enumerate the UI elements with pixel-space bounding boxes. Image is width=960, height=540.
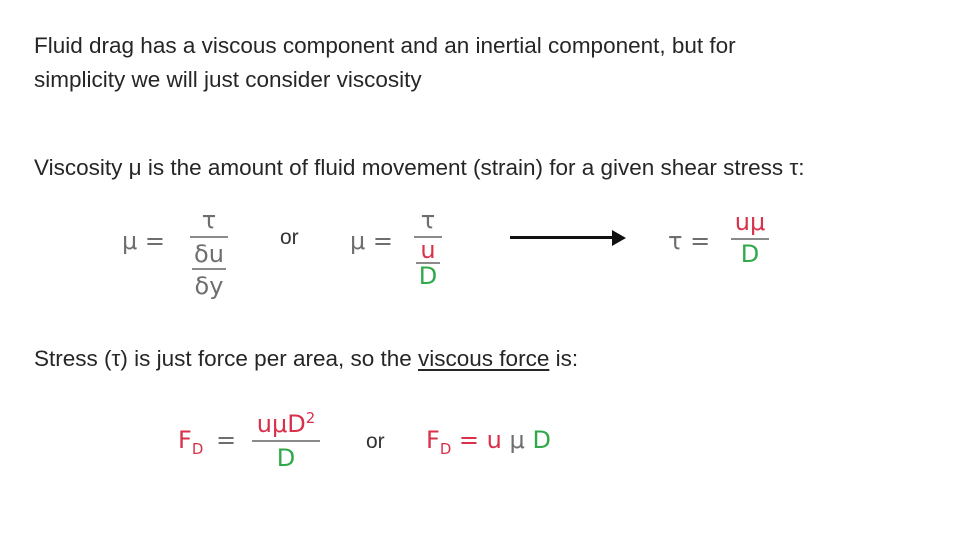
eq2-inner-bar bbox=[416, 262, 440, 264]
eq3-fraction-bar bbox=[731, 238, 769, 240]
eq1-den-bottom: δy bbox=[194, 272, 224, 300]
eq4-equals: = bbox=[216, 426, 237, 454]
eq4-numerator: uμD2 bbox=[250, 409, 322, 438]
eq1-inner-bar bbox=[192, 268, 226, 270]
eq1-den-top: δu bbox=[194, 240, 224, 268]
eq5-equals-u: = u bbox=[458, 426, 502, 454]
eq3-numerator: uμ bbox=[734, 208, 766, 236]
viscous-force-emphasis: viscous force bbox=[418, 346, 550, 371]
stress-sentence: Stress (τ) is just force per area, so th… bbox=[34, 343, 578, 375]
eq5-lhs: FD bbox=[426, 426, 451, 456]
stress-suffix: is: bbox=[549, 346, 579, 371]
stress-prefix: Stress (τ) is just force per area, so th… bbox=[34, 346, 419, 371]
eq1-lhs: μ = bbox=[122, 227, 166, 255]
eq3-denominator: D bbox=[740, 240, 760, 268]
eq5-lhs-main: F bbox=[426, 426, 440, 454]
eq5-d: D bbox=[532, 426, 551, 454]
eq5-mu: μ bbox=[509, 426, 525, 454]
or-connector-2: or bbox=[366, 430, 385, 453]
eq2-fraction-bar bbox=[414, 236, 442, 238]
viscosity-definition: Viscosity μ is the amount of fluid movem… bbox=[34, 155, 805, 180]
eq4-lhs-main: F bbox=[178, 426, 192, 454]
eq2-lhs: μ = bbox=[350, 227, 394, 255]
eq4-fraction-bar bbox=[252, 440, 320, 442]
eq1-numerator: τ bbox=[201, 206, 217, 234]
eq2-den-top: u bbox=[420, 236, 436, 264]
arrow-head bbox=[612, 229, 626, 246]
eq4-num-sup: 2 bbox=[305, 409, 316, 427]
eq2-den-bottom: D bbox=[418, 262, 438, 290]
intro-line-2: simplicity we will just consider viscosi… bbox=[34, 67, 422, 92]
eq2-numerator: τ bbox=[420, 206, 436, 234]
eq1-fraction-bar bbox=[190, 236, 228, 238]
or-connector-1: or bbox=[280, 226, 299, 249]
eq4-lhs: FD bbox=[178, 426, 203, 456]
intro-line-1: Fluid drag has a viscous component and a… bbox=[34, 33, 736, 58]
eq4-num-main: uμD bbox=[256, 410, 306, 438]
eq4-denominator: D bbox=[276, 444, 296, 472]
eq4-lhs-sub: D bbox=[191, 439, 204, 458]
arrow-shaft bbox=[510, 236, 614, 239]
eq5-lhs-sub: D bbox=[439, 439, 452, 458]
eq3-lhs: τ = bbox=[668, 227, 711, 255]
equation-5: FD = u μ D bbox=[426, 426, 551, 456]
